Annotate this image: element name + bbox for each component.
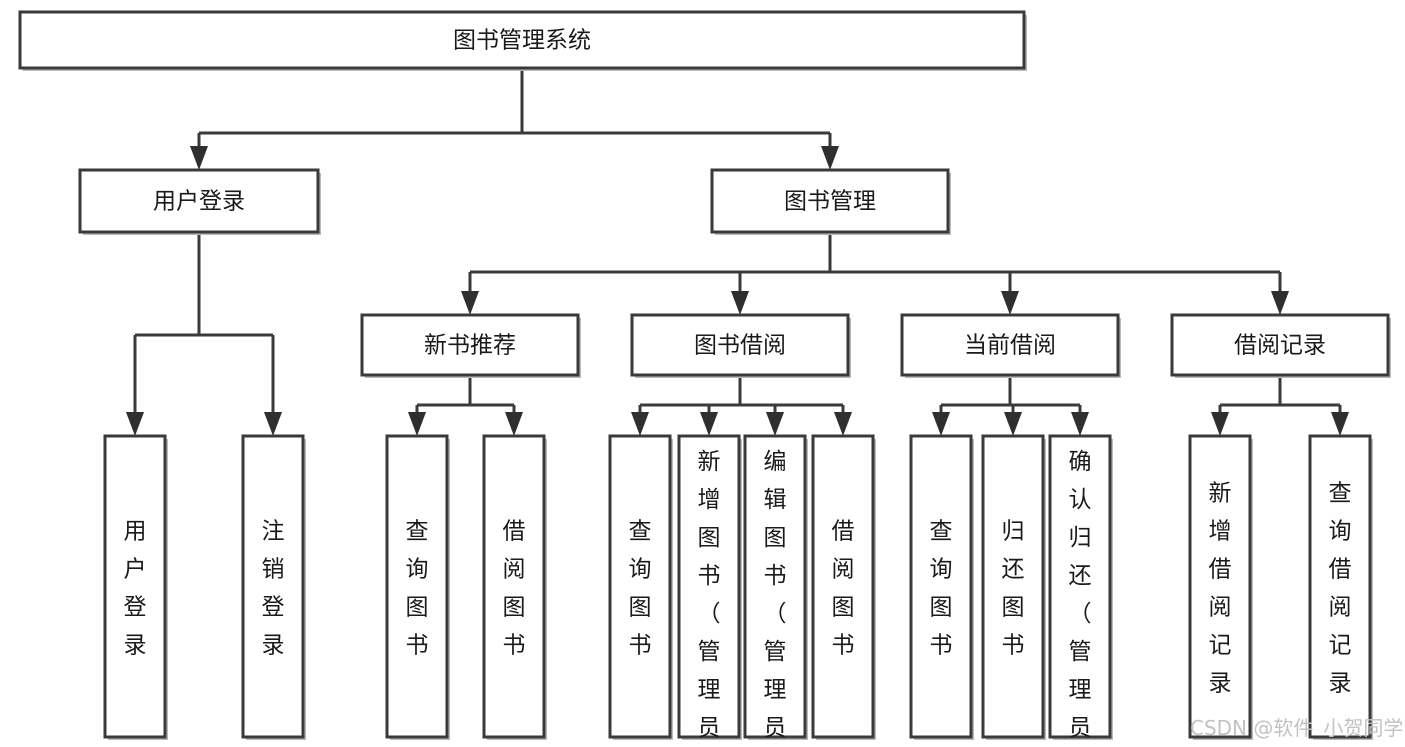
node-leaf-12-查询借阅记录[interactable]: 查询借阅记录: [1308, 434, 1373, 740]
arrow-head-icon: [1071, 412, 1089, 436]
node-label: 图书借阅: [694, 333, 786, 359]
node-box[interactable]: [360, 313, 580, 377]
node-box[interactable]: [981, 434, 1045, 739]
node-label: 查询图书: [406, 518, 429, 658]
csdn-watermark: CSDN @软件_小贺同学: [1190, 716, 1403, 740]
node-level3-新书推荐[interactable]: 新书推荐: [360, 313, 581, 378]
node-leaf-8-查询图书[interactable]: 查询图书: [909, 434, 974, 740]
node-box[interactable]: [608, 434, 672, 739]
node-label: 新增借阅记录: [1209, 480, 1232, 696]
node-level3-图书借阅[interactable]: 图书借阅: [630, 313, 851, 378]
arrow-head-icon: [834, 412, 852, 436]
arrow-head-icon: [1004, 412, 1022, 436]
node-leaf-1-注销登录[interactable]: 注销登录: [241, 434, 306, 740]
node-box[interactable]: [482, 434, 546, 739]
node-level2-用户登录[interactable]: 用户登录: [78, 168, 321, 235]
node-leaf-2-查询图书[interactable]: 查询图书: [385, 434, 450, 740]
node-label: 图书管理系统: [453, 28, 591, 54]
arrow-head-icon: [631, 412, 649, 436]
node-label: 新增图书（管理员）: [698, 449, 721, 747]
node-label: 当前借阅: [964, 333, 1056, 359]
node-label: 注销登录: [262, 518, 285, 658]
arrow-head-icon: [461, 291, 479, 315]
arrow-head-icon: [126, 412, 144, 436]
node-label: 用户登录: [153, 189, 245, 215]
arrow-head-icon: [766, 412, 784, 436]
node-leaf-11-新增借阅记录[interactable]: 新增借阅记录: [1188, 434, 1253, 740]
arrow-head-icon: [1331, 412, 1349, 436]
node-box[interactable]: [900, 313, 1120, 377]
node-label: 图书管理: [784, 189, 876, 215]
node-box[interactable]: [1188, 434, 1252, 739]
arrow-head-icon: [264, 412, 282, 436]
node-layer: 图书管理系统用户登录图书管理新书推荐图书借阅当前借阅借阅记录用户登录注销登录查询…: [18, 10, 1391, 747]
arrow-head-icon: [700, 412, 718, 436]
node-box[interactable]: [909, 434, 973, 739]
node-box[interactable]: [78, 168, 320, 234]
node-leaf-6-编辑图书管理员[interactable]: 编辑图书（管理员）: [743, 434, 808, 747]
arrow-head-icon: [731, 291, 749, 315]
arrow-head-icon: [1001, 291, 1019, 315]
node-root-图书管理系统[interactable]: 图书管理系统: [18, 10, 1027, 71]
node-box[interactable]: [710, 168, 950, 234]
node-leaf-10-确认归还管理员[interactable]: 确认归还（管理员）: [1048, 434, 1113, 747]
node-box[interactable]: [241, 434, 305, 739]
node-box[interactable]: [811, 434, 875, 739]
node-leaf-3-借阅图书[interactable]: 借阅图书: [482, 434, 547, 740]
node-label: 确认归还（管理员）: [1069, 449, 1092, 747]
arrow-head-icon: [505, 412, 523, 436]
connector-layer: [126, 68, 1349, 436]
node-label: 用户登录: [124, 518, 147, 658]
node-leaf-9-归还图书[interactable]: 归还图书: [981, 434, 1046, 740]
node-level3-借阅记录[interactable]: 借阅记录: [1170, 313, 1391, 378]
arrow-head-icon: [190, 146, 208, 170]
node-leaf-7-借阅图书[interactable]: 借阅图书: [811, 434, 876, 740]
node-box[interactable]: [743, 434, 807, 739]
node-label: 查询图书: [930, 518, 953, 658]
node-label: 归还图书: [1002, 518, 1025, 658]
node-level2-图书管理[interactable]: 图书管理: [710, 168, 951, 235]
node-leaf-4-查询图书[interactable]: 查询图书: [608, 434, 673, 740]
arrow-head-icon: [408, 412, 426, 436]
node-label: 借阅图书: [832, 518, 855, 658]
node-label: 新书推荐: [424, 333, 516, 359]
node-box[interactable]: [677, 434, 741, 739]
node-level3-当前借阅[interactable]: 当前借阅: [900, 313, 1121, 378]
node-label: 借阅记录: [1234, 333, 1326, 359]
node-box[interactable]: [1170, 313, 1390, 377]
node-label: 借阅图书: [503, 518, 526, 658]
arrow-head-icon: [932, 412, 950, 436]
node-box[interactable]: [1308, 434, 1372, 739]
node-box[interactable]: [103, 434, 167, 739]
node-leaf-0-用户登录[interactable]: 用户登录: [103, 434, 168, 740]
node-label: 查询图书: [629, 518, 652, 658]
node-label: 查询借阅记录: [1329, 480, 1352, 696]
arrow-head-icon: [1271, 291, 1289, 315]
node-box[interactable]: [1048, 434, 1112, 739]
node-box[interactable]: [18, 10, 1026, 70]
arrow-head-icon: [821, 146, 839, 170]
node-box[interactable]: [630, 313, 850, 377]
node-box[interactable]: [385, 434, 449, 739]
arrow-head-icon: [1211, 412, 1229, 436]
node-label: 编辑图书（管理员）: [764, 449, 787, 747]
node-leaf-5-新增图书管理员[interactable]: 新增图书（管理员）: [677, 434, 742, 747]
